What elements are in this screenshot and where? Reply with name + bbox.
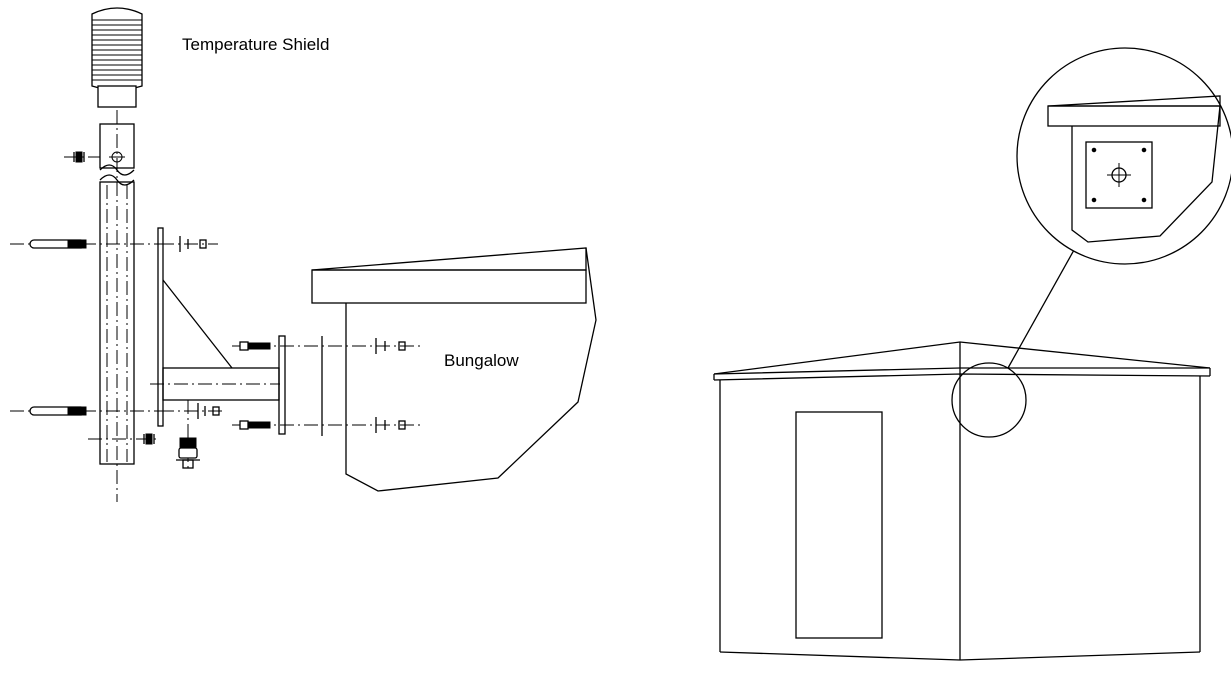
- set-screw-bottom: [88, 433, 160, 445]
- mast-pole: [99, 110, 135, 502]
- u-bolt-lower: [10, 406, 162, 416]
- bungalow-door: [795, 411, 883, 639]
- bungalow-building: [713, 341, 1211, 661]
- temperature-shield-label: Temperature Shield: [182, 35, 329, 54]
- detail-callout: [951, 47, 1231, 438]
- wall-bolts: [232, 336, 420, 436]
- bungalow-label: Bungalow: [444, 351, 519, 370]
- mounting-bracket: [150, 227, 286, 470]
- u-bolt-upper: [10, 239, 162, 249]
- set-screw-top: [64, 151, 100, 163]
- bungalow-corner-detail: [311, 247, 597, 492]
